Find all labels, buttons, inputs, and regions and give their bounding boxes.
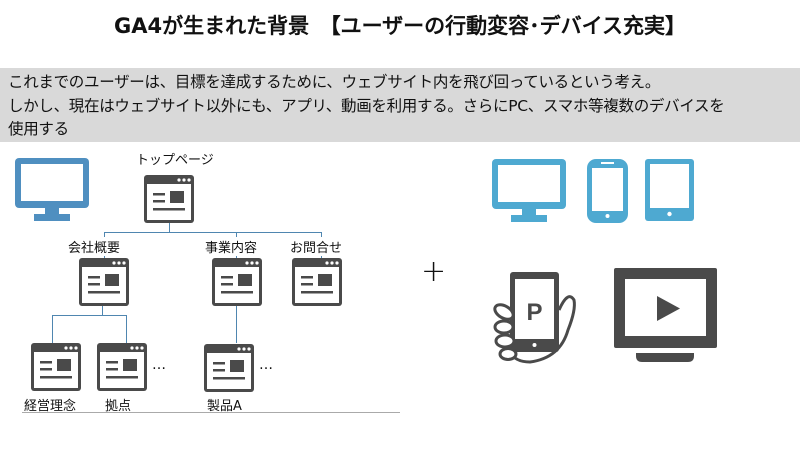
app-in-hand-icon: P: [493, 272, 576, 364]
plus-sign: +: [421, 254, 447, 289]
webpage-icon: [79, 258, 129, 306]
divider: [22, 412, 400, 413]
description-line-2: しかし、現在はウェブサイト以外にも、アプリ、動画を利用する。さらにPC、スマホ等…: [8, 97, 725, 115]
label-product-a: 製品A: [207, 399, 242, 414]
tablet-icon: [645, 159, 694, 221]
desktop-icon: [492, 159, 566, 222]
ellipsis: …: [152, 357, 167, 373]
description-line-1: これまでのユーザーは、目標を達成するために、ウェブサイト内を飛び回っているという…: [8, 73, 661, 91]
label-philosophy: 経営理念: [24, 399, 77, 414]
app-letter: P: [526, 299, 542, 326]
tree-connector: [236, 306, 237, 343]
webpage-icon: [212, 258, 262, 306]
webpage-icon: [31, 343, 81, 391]
label-top-page: トップページ: [136, 153, 214, 168]
description-band: これまでのユーザーは、目標を達成するために、ウェブサイト内を飛び回っているという…: [0, 68, 800, 142]
tree-connector: [52, 315, 53, 343]
tree-connector: [102, 306, 103, 315]
tree-connector: [126, 315, 127, 343]
tree-connector: [52, 315, 127, 316]
tree-connector: [104, 232, 322, 233]
slide-title: GA4が生まれた背景 【ユーザーの行動変容･デバイス充実】: [113, 14, 687, 38]
webpage-icon: [204, 344, 254, 392]
ellipsis: …: [259, 357, 274, 373]
label-contact: お問合せ: [290, 237, 343, 256]
tree-connector: [169, 222, 170, 232]
label-business: 事業内容: [205, 237, 258, 256]
label-company: 会社概要: [68, 237, 121, 256]
webpage-icon: [97, 343, 147, 391]
video-tv-icon: [614, 268, 717, 362]
pc-monitor-icon: [15, 158, 89, 221]
label-locations: 拠点: [105, 399, 132, 414]
webpage-icon: [292, 258, 342, 306]
description-line-3: 使用する: [8, 120, 69, 138]
webpage-icon: [144, 175, 194, 223]
smartphone-icon: [587, 159, 628, 223]
